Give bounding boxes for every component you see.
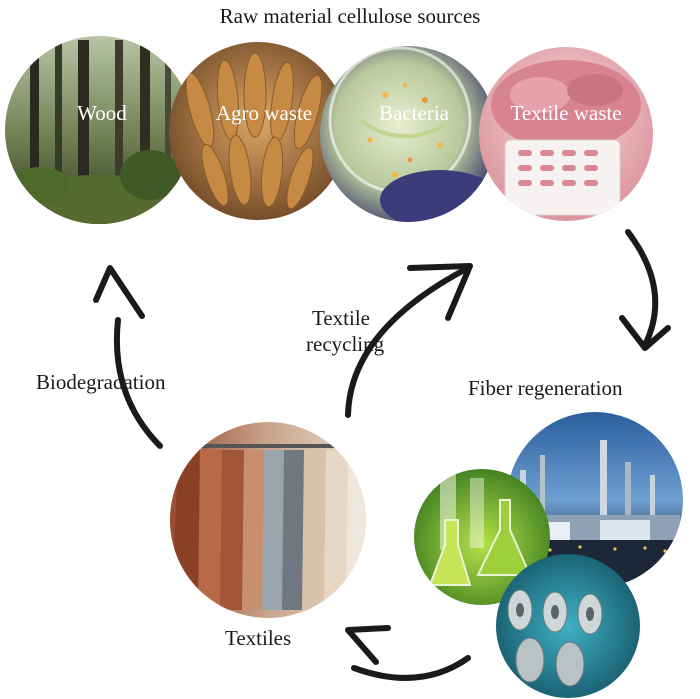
source-label-bacteria: Bacteria [379, 101, 450, 125]
textiles-label: Textiles [225, 626, 292, 650]
biodegradation-label: Biodegradation [36, 370, 166, 394]
textile-basket-photo [479, 47, 653, 221]
wheat-photo [169, 42, 347, 220]
fiber-regeneration-label: Fiber regeneration [468, 376, 623, 400]
lab-flasks-photo [414, 469, 550, 605]
arrow-textile-recycling [345, 263, 473, 418]
petri-dish-photo [320, 46, 496, 222]
source-label-agro-waste: Agro waste [216, 101, 312, 125]
arrow-to-fiber-regeneration [619, 229, 671, 351]
textile-recycling-label-line2: recycling [306, 332, 385, 356]
clothes-rack-photo [170, 422, 366, 618]
arrow-to-textiles [345, 625, 471, 681]
fiber-rolls-photo [496, 554, 640, 698]
arrow-biodegradation [93, 265, 163, 449]
diagram-title: Raw material cellulose sources [219, 4, 481, 28]
source-label-wood: Wood [77, 101, 127, 125]
source-label-textile-waste: Textile waste [510, 101, 621, 125]
textile-recycling-label-line1: Textile [312, 306, 371, 330]
